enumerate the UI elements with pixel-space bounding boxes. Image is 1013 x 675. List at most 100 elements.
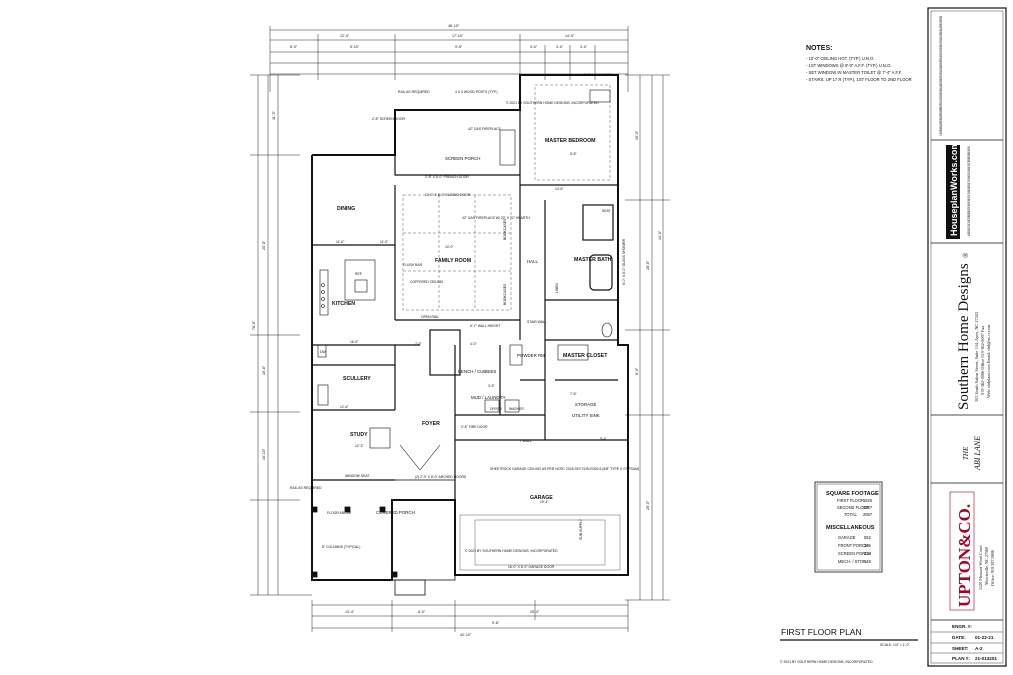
svg-text:13'-6": 13'-6" <box>555 187 564 191</box>
coffered-ceiling-grid <box>402 84 621 571</box>
copyright-top: © 2021 BY SOUTHERN HOME DESIGNS, INCORPO… <box>506 101 599 105</box>
callout-arched-doors: (2) 2'-0" X 8'-0" ARCHED DOORS <box>415 475 467 479</box>
sqft-total-label: TOTAL <box>844 512 858 517</box>
callout-flush-bar: FLUSH BAR <box>403 263 423 267</box>
plan-scale: SCALE: 1/4" = 1'-0" <box>880 643 910 647</box>
dim-left-1: 20'-8" <box>262 240 266 250</box>
dim-right-1: 28'-6" <box>646 260 650 270</box>
misc-mech-value: 148 <box>864 559 872 564</box>
tb-firm-reg: ® <box>962 252 970 258</box>
tb-sheet-value: A-2 <box>975 646 983 651</box>
room-foyer: FOYER <box>422 421 440 427</box>
misc-title: MISCELLANEOUS <box>826 525 875 531</box>
dim-right-2: 25'-0" <box>646 500 650 510</box>
tb-firm-addr2: 919-362-0086 Office 919-362-0087 Fax <box>980 325 985 395</box>
dim-left-overall: 78'-6" <box>252 320 256 330</box>
note-4: - STAIRS: UP 17 R (TYP.), 1ST FLOOR TO 2… <box>806 77 912 82</box>
label-dryer: DRYER <box>490 407 502 411</box>
dim-top-1: 12'-0" <box>340 34 350 38</box>
dimension-lines <box>250 26 670 632</box>
dim-left-2: 16'-8" <box>262 365 266 375</box>
title-block: © 2021 BY SOUTHERN HOME DESIGNS, INCORPO… <box>927 7 1007 667</box>
callout-gas-fp-mid: 42" GAS FIREPLACE W/ 20" X 72" HEARTH <box>462 216 530 220</box>
misc-screen-label: SCREEN PORCH <box>838 551 871 556</box>
notes-block: NOTES: - 10'-0" CEILING HGT. (TYP.) U.N.… <box>806 45 912 82</box>
sqft-title: SQUARE FOOTAGE <box>826 491 879 497</box>
room-storage: STORAGE <box>575 402 596 407</box>
sqft-total-value: 2897 <box>863 512 873 517</box>
svg-text:7'-6": 7'-6" <box>415 342 423 346</box>
dim-top-4: 6'-3" <box>290 45 298 49</box>
sqft-first-value: 1820 <box>863 498 873 503</box>
dim-bottom-2: 8'-0" <box>418 610 426 614</box>
copyright-bottom: © 2021 BY SOUTHERN HOME DESIGNS, INCORPO… <box>780 660 873 664</box>
callout-gas-fp-top: 42" GAS FIREPLACE <box>468 127 502 131</box>
tb-firm-addr1: 303 South Salem Street, Suite 104, Apex,… <box>974 312 980 402</box>
dim-top-7: 3'-0" <box>530 45 538 49</box>
copyright-garage: © 2021 BY SOUTHERN HOME DESIGNS, INCORPO… <box>465 549 558 553</box>
dim-top-3: 14'-0" <box>565 34 575 38</box>
callout-i-wall: I' WALL <box>520 439 532 443</box>
dimension-labels: 46'-10" 12'-0" 17'-10" 14'-0" 6'-3" 5'-1… <box>252 24 662 637</box>
svg-text:3'-5": 3'-5" <box>488 384 496 388</box>
note-2: - 1ST WINDOWS @ 8'-0" A.F.F. (TYP.) U.N.… <box>806 63 892 68</box>
sqft-second-label: SECOND FLOOR <box>837 505 870 510</box>
callout-posts: 4 X 4 WOOD POSTS (TYP.) <box>455 90 498 94</box>
callout-seat: SEAT <box>602 209 611 213</box>
callout-dw: DW <box>320 350 326 354</box>
callout-columns: 8" COLUMNS (TYPICAL) <box>322 545 360 549</box>
callout-open-rail: OPEN RAIL <box>421 315 439 319</box>
callout-linen: LINEN <box>555 282 559 293</box>
room-master-closet: MASTER CLOSET <box>563 353 608 359</box>
svg-text:7'-6": 7'-6" <box>570 392 578 396</box>
note-1: - 10'-0" CEILING HGT. (TYP.) U.N.O. <box>806 56 875 61</box>
dim-bottom-3: 25'-4" <box>530 610 540 614</box>
misc-porch-value: 205 <box>864 543 872 548</box>
svg-text:10'-0": 10'-0" <box>445 245 454 249</box>
svg-text:11'-6": 11'-6" <box>336 240 345 244</box>
svg-text:4'-0": 4'-0" <box>470 342 478 346</box>
misc-garage-value: 552 <box>864 535 872 540</box>
callout-sub-supply: SUB SUPPLY <box>579 518 583 540</box>
callout-rail-top: RAIL AS REQUIRED <box>398 90 430 94</box>
callout-window-seat: WINDOW SEAT <box>345 474 369 478</box>
callout-sliding-door: 12'-0" X 8'-0" SLIDING DOOR <box>425 193 471 197</box>
room-master-bedroom: MASTER BEDROOM <box>545 138 595 144</box>
room-hall: HALL <box>527 259 539 264</box>
dim-bottom-overall: 42'-10" <box>460 633 472 637</box>
callout-bookcases-1: BOOKCASES <box>503 218 507 240</box>
room-study: STUDY <box>350 432 368 438</box>
tb-sheet-label: SHEET: <box>952 646 969 651</box>
room-screen-porch: SCREEN PORCH <box>445 156 480 161</box>
tb-project-name: ABI LANE <box>973 436 982 471</box>
dim-left-4: 11'-5" <box>272 110 276 120</box>
notes-title: NOTES: <box>806 45 832 52</box>
tb-firm-name: Southern Home Designs <box>956 263 972 410</box>
room-dining: DINING <box>337 206 355 212</box>
svg-text:12'-3": 12'-3" <box>355 444 364 448</box>
inner-dimension-labels: 11'-6" 11'-0" 10'-0" 13'-6" 16'-6" 12'-6… <box>336 152 608 504</box>
misc-screen-value: 212 <box>864 551 872 556</box>
dim-top-8: 3'-0" <box>556 45 564 49</box>
callout-wall-height: 6'-7" WALL HEIGHT <box>470 324 500 328</box>
tb-engr-label: ENGR. #: <box>952 624 972 629</box>
room-kitchen: KITCHEN <box>332 301 355 307</box>
callout-fire-door: 2'-8" FIRE DOOR <box>461 425 488 429</box>
dim-right-4: 8'-0" <box>635 367 639 375</box>
room-bench-cubbies: BENCH / CUBBIES <box>458 369 496 374</box>
room-garage: GARAGE <box>530 495 553 501</box>
dim-top-5: 5'-10" <box>350 45 360 49</box>
room-powder: POWDER RM. <box>517 353 546 358</box>
tb-houseplan-works: HouseplanWorks.com <box>949 142 959 236</box>
dim-top-overall: 46'-10" <box>448 24 460 28</box>
room-family: FAMILY ROOM <box>435 258 471 264</box>
room-master-bath: MASTER BATH <box>574 257 612 263</box>
callout-screen-door: 2'-8" SCREEN DOOR <box>372 117 405 121</box>
dim-left-3: 16'-10" <box>262 448 266 460</box>
callout-pantry: 2'-0" X 2'-0" OPEN <box>584 73 613 77</box>
callout-garage-door: 16'-0" X 8'-0" GARAGE DOOR <box>508 565 555 569</box>
tb-plan-value: 21-013201 <box>975 656 997 661</box>
tb-copyright: © 2021 BY SOUTHERN HOME DESIGNS, INCORPO… <box>939 16 943 136</box>
room-scullery: SCULLERY <box>343 376 371 382</box>
